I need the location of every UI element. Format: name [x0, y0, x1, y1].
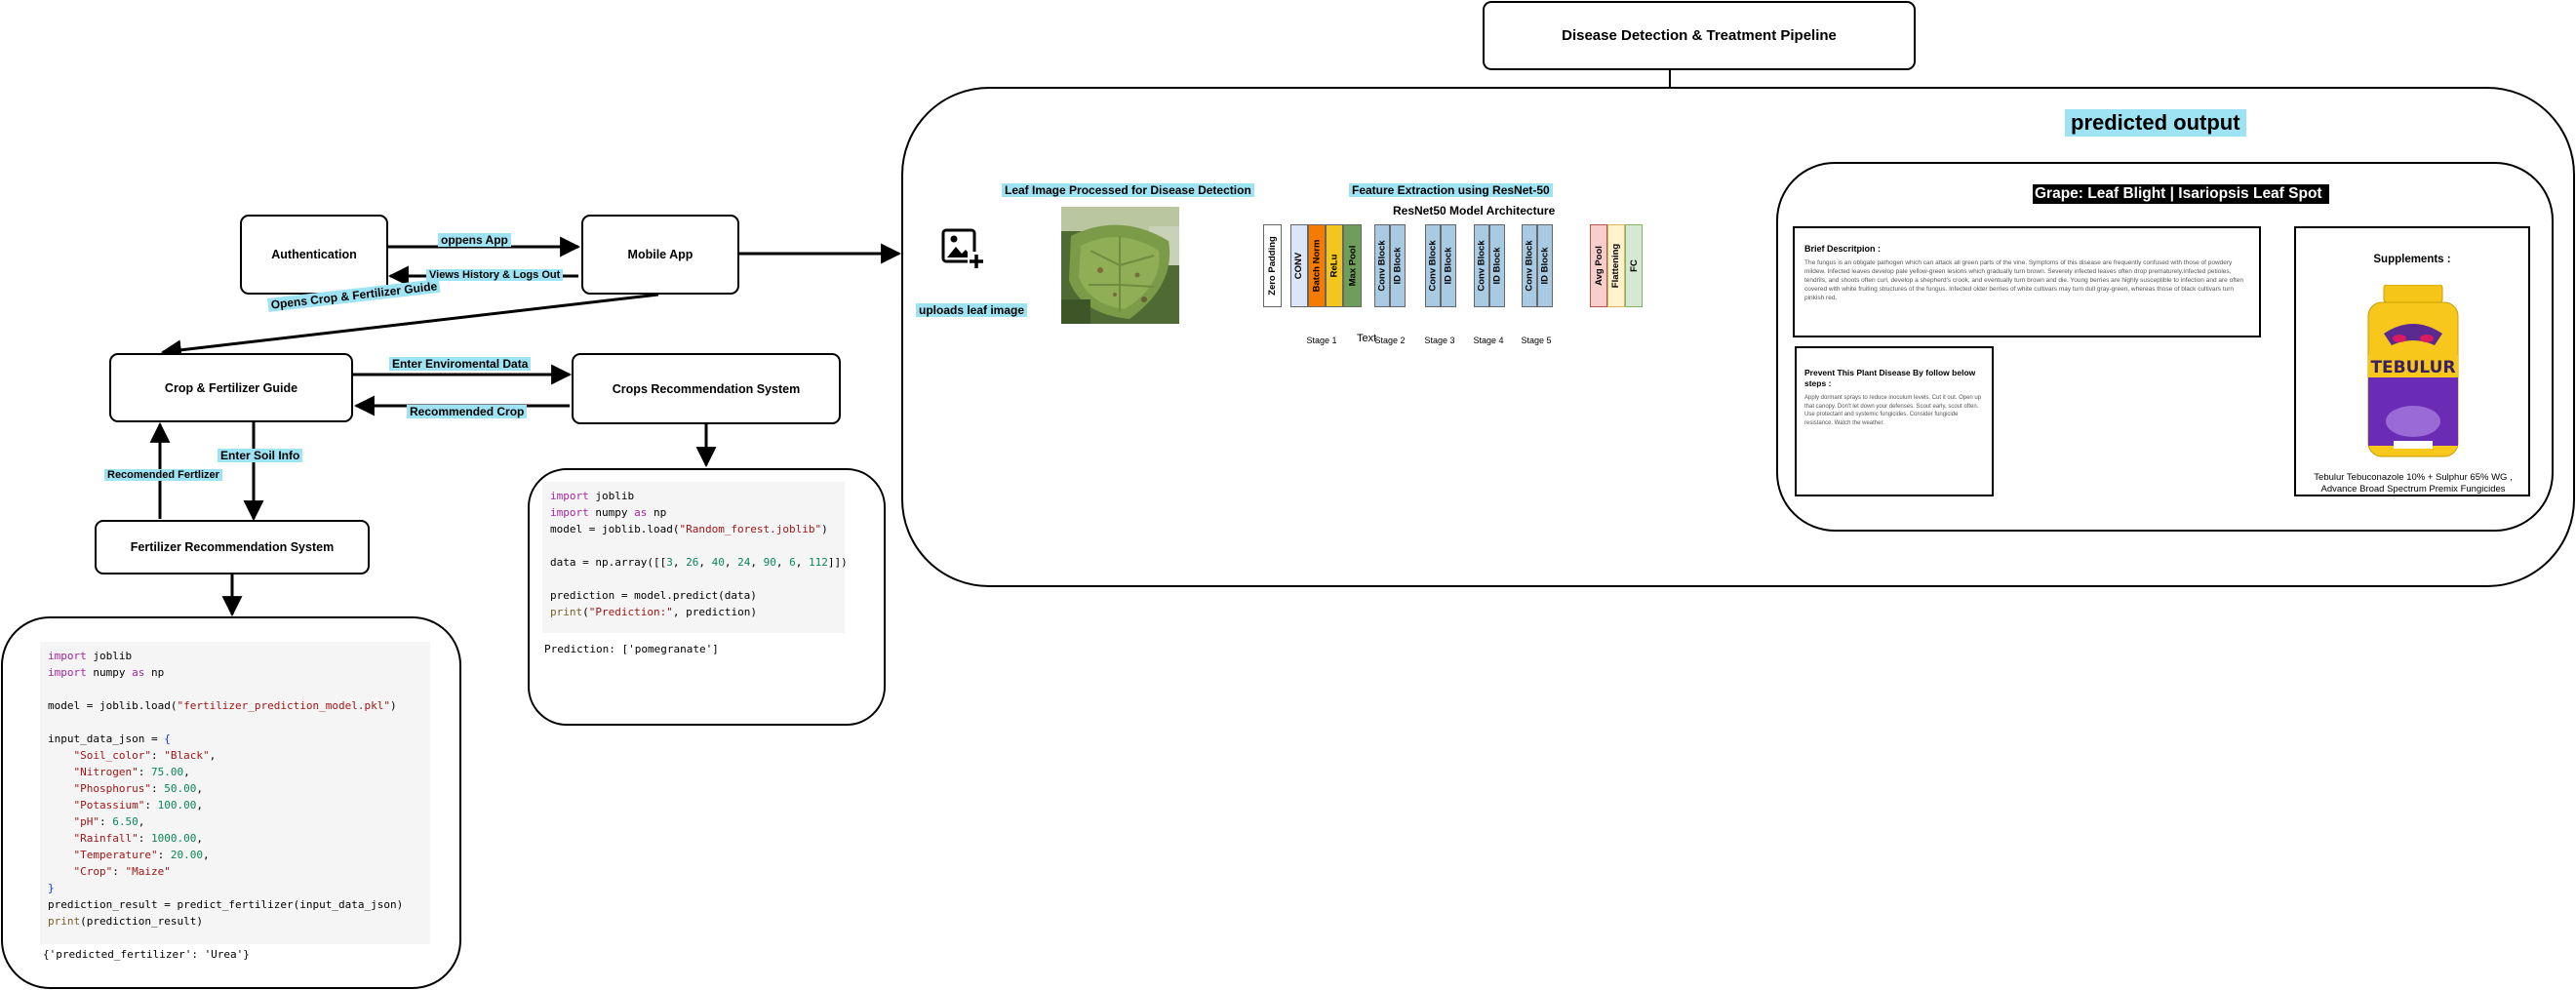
product-image: TEBULUR	[2367, 285, 2459, 457]
crop-code-line	[550, 571, 837, 587]
image-upload-icon[interactable]	[941, 227, 986, 272]
fert-code-line: import joblib	[48, 650, 133, 662]
layer-avg-pool: Avg Pool	[1590, 224, 1607, 307]
crop-code-line	[550, 537, 837, 554]
crop-code-line: import joblib	[550, 490, 635, 502]
fert-code-line: "Crop": "Maize"	[73, 865, 171, 878]
fert-code-line: model = joblib.load("fertilizer_predicti…	[48, 699, 397, 712]
layer-relu: ReLu	[1326, 224, 1343, 307]
layer-batch-norm: Batch Norm	[1308, 224, 1326, 307]
fert-code-line: "pH": 6.50,	[73, 815, 145, 828]
stage-label-5: Stage 5	[1521, 336, 1552, 345]
edge-label-enter-soil: Enter Soil Info	[218, 449, 303, 462]
prevent-title: Prevent This Plant Disease By follow bel…	[1804, 368, 1976, 388]
fert-code-output: {'predicted_fertilizer': 'Urea'}	[43, 948, 250, 961]
stage2-id-block: ID Block	[1390, 224, 1406, 307]
crop-code-line: model = joblib.load("Random_forest.jobli…	[550, 523, 828, 535]
fert-code-line: "Temperature": 20.00,	[73, 849, 210, 861]
stage3-conv-block: Conv Block	[1425, 224, 1441, 307]
edge-label-opens-app: oppens App	[438, 233, 511, 247]
stage3-id-block: ID Block	[1441, 224, 1456, 307]
layer-fc: FC	[1625, 224, 1643, 307]
edge-label-enter-env: Enter Enviromental Data	[389, 357, 532, 371]
leaf-label: Leaf Image Processed for Disease Detecti…	[1002, 183, 1254, 197]
disease-title: Grape: Leaf Blight | Isariopsis Leaf Spo…	[2033, 184, 2329, 204]
fert-code-line: "Soil_color": "Black",	[73, 749, 217, 762]
crop-code-block: import joblib import numpy as np model = j…	[542, 482, 848, 633]
edge-label-recommended-fert: Recomended Fertlizer	[104, 469, 222, 481]
fert-code-line	[48, 681, 422, 697]
fert-code-line: prediction_result = predict_fertilizer(i…	[48, 898, 404, 911]
mobile-app-node[interactable]: Mobile App	[581, 215, 739, 295]
fert-code-line: "Potassium": 100.00,	[73, 799, 203, 812]
stage4-conv-block: Conv Block	[1474, 224, 1489, 307]
product-brand: TEBULUR	[2370, 358, 2455, 377]
stage-label-4: Stage 4	[1473, 336, 1504, 345]
fert-code-line	[48, 714, 422, 731]
fert-code-line: "Nitrogen": 75.00,	[73, 766, 190, 778]
fert-code-line: "Phosphorus": 50.00,	[73, 782, 203, 795]
fertilizer-recommendation-node[interactable]: Fertilizer Recommendation System	[95, 520, 370, 574]
stage-label-1: Stage 1	[1306, 336, 1337, 345]
layer-flattening: Flattening	[1607, 224, 1625, 307]
stage-label-2: Stage 2	[1374, 336, 1406, 345]
pipeline-title: Disease Detection & Treatment Pipeline	[1483, 1, 1916, 70]
layer-max-pool: Max Pool	[1343, 224, 1362, 307]
fert-code-line: print(prediction_result)	[48, 915, 203, 928]
layer-conv: CONV	[1290, 224, 1308, 307]
edge-label-recommended-crop: Recommended Crop	[407, 405, 528, 418]
prevent-text: Apply dormant sprays to reduce inoculum …	[1804, 395, 1982, 426]
leaf-image	[1061, 207, 1179, 324]
crop-code-line: data = np.array([[3, 26, 40, 24, 90, 6, …	[550, 556, 848, 569]
brief-text: The fungus is an obligate pathogen which…	[1804, 259, 2244, 301]
fert-code-line: import numpy as np	[48, 666, 165, 679]
brief-description-card: Brief Descritpion : The fungus is an obl…	[1793, 226, 2261, 337]
output-heading: predicted output	[2065, 109, 2246, 137]
stage2-conv-block: Conv Block	[1374, 224, 1390, 307]
crop-fertilizer-guide-node[interactable]: Crop & Fertilizer Guide	[109, 353, 353, 422]
stage4-id-block: ID Block	[1489, 224, 1505, 307]
crop-code-line: prediction = model.predict(data)	[550, 589, 757, 602]
crop-code-line: print("Prediction:", prediction)	[550, 606, 757, 618]
stage5-conv-block: Conv Block	[1522, 224, 1537, 307]
fert-code-line: "Rainfall": 1000.00,	[73, 832, 203, 845]
crop-code-panel: import joblib import numpy as np model = j…	[528, 468, 886, 726]
arch-title: ResNet50 Model Architecture	[1393, 204, 1556, 218]
supplements-card: Supplements : TEBULUR Tebulur Tebuconazo…	[2294, 226, 2530, 496]
edge-label-views-history: Views History & Logs Out	[426, 269, 564, 281]
arrow-opens-guide	[160, 293, 659, 361]
supplements-title: Supplements :	[2373, 254, 2451, 265]
crops-recommendation-node[interactable]: Crops Recommendation System	[572, 353, 841, 424]
text-label: Text	[1357, 333, 1377, 344]
crop-code-line: import numpy as np	[550, 506, 667, 519]
fert-code-panel: import joblib import numpy as np model = j…	[1, 616, 461, 989]
stage-label-3: Stage 3	[1424, 336, 1455, 345]
upload-label: uploads leaf image	[916, 303, 1028, 317]
layer-zero-padding: Zero Padding	[1263, 224, 1282, 307]
fert-code-line: }	[48, 882, 55, 894]
feature-label: Feature Extraction using ResNet-50	[1349, 183, 1553, 197]
crop-code-output: Prediction: ['pomegranate']	[544, 643, 719, 655]
product-text: Tebulur Tebuconazole 10% + Sulphur 65% W…	[2314, 472, 2513, 495]
prevention-card: Prevent This Plant Disease By follow bel…	[1795, 346, 1994, 496]
stage5-id-block: ID Block	[1537, 224, 1553, 307]
brief-title: Brief Descritpion :	[1804, 244, 1882, 254]
authentication-node[interactable]: Authentication	[240, 215, 388, 295]
fert-code-block: import joblib import numpy as np model = j…	[40, 642, 430, 944]
fert-code-line: input_data_json = {	[48, 733, 171, 745]
